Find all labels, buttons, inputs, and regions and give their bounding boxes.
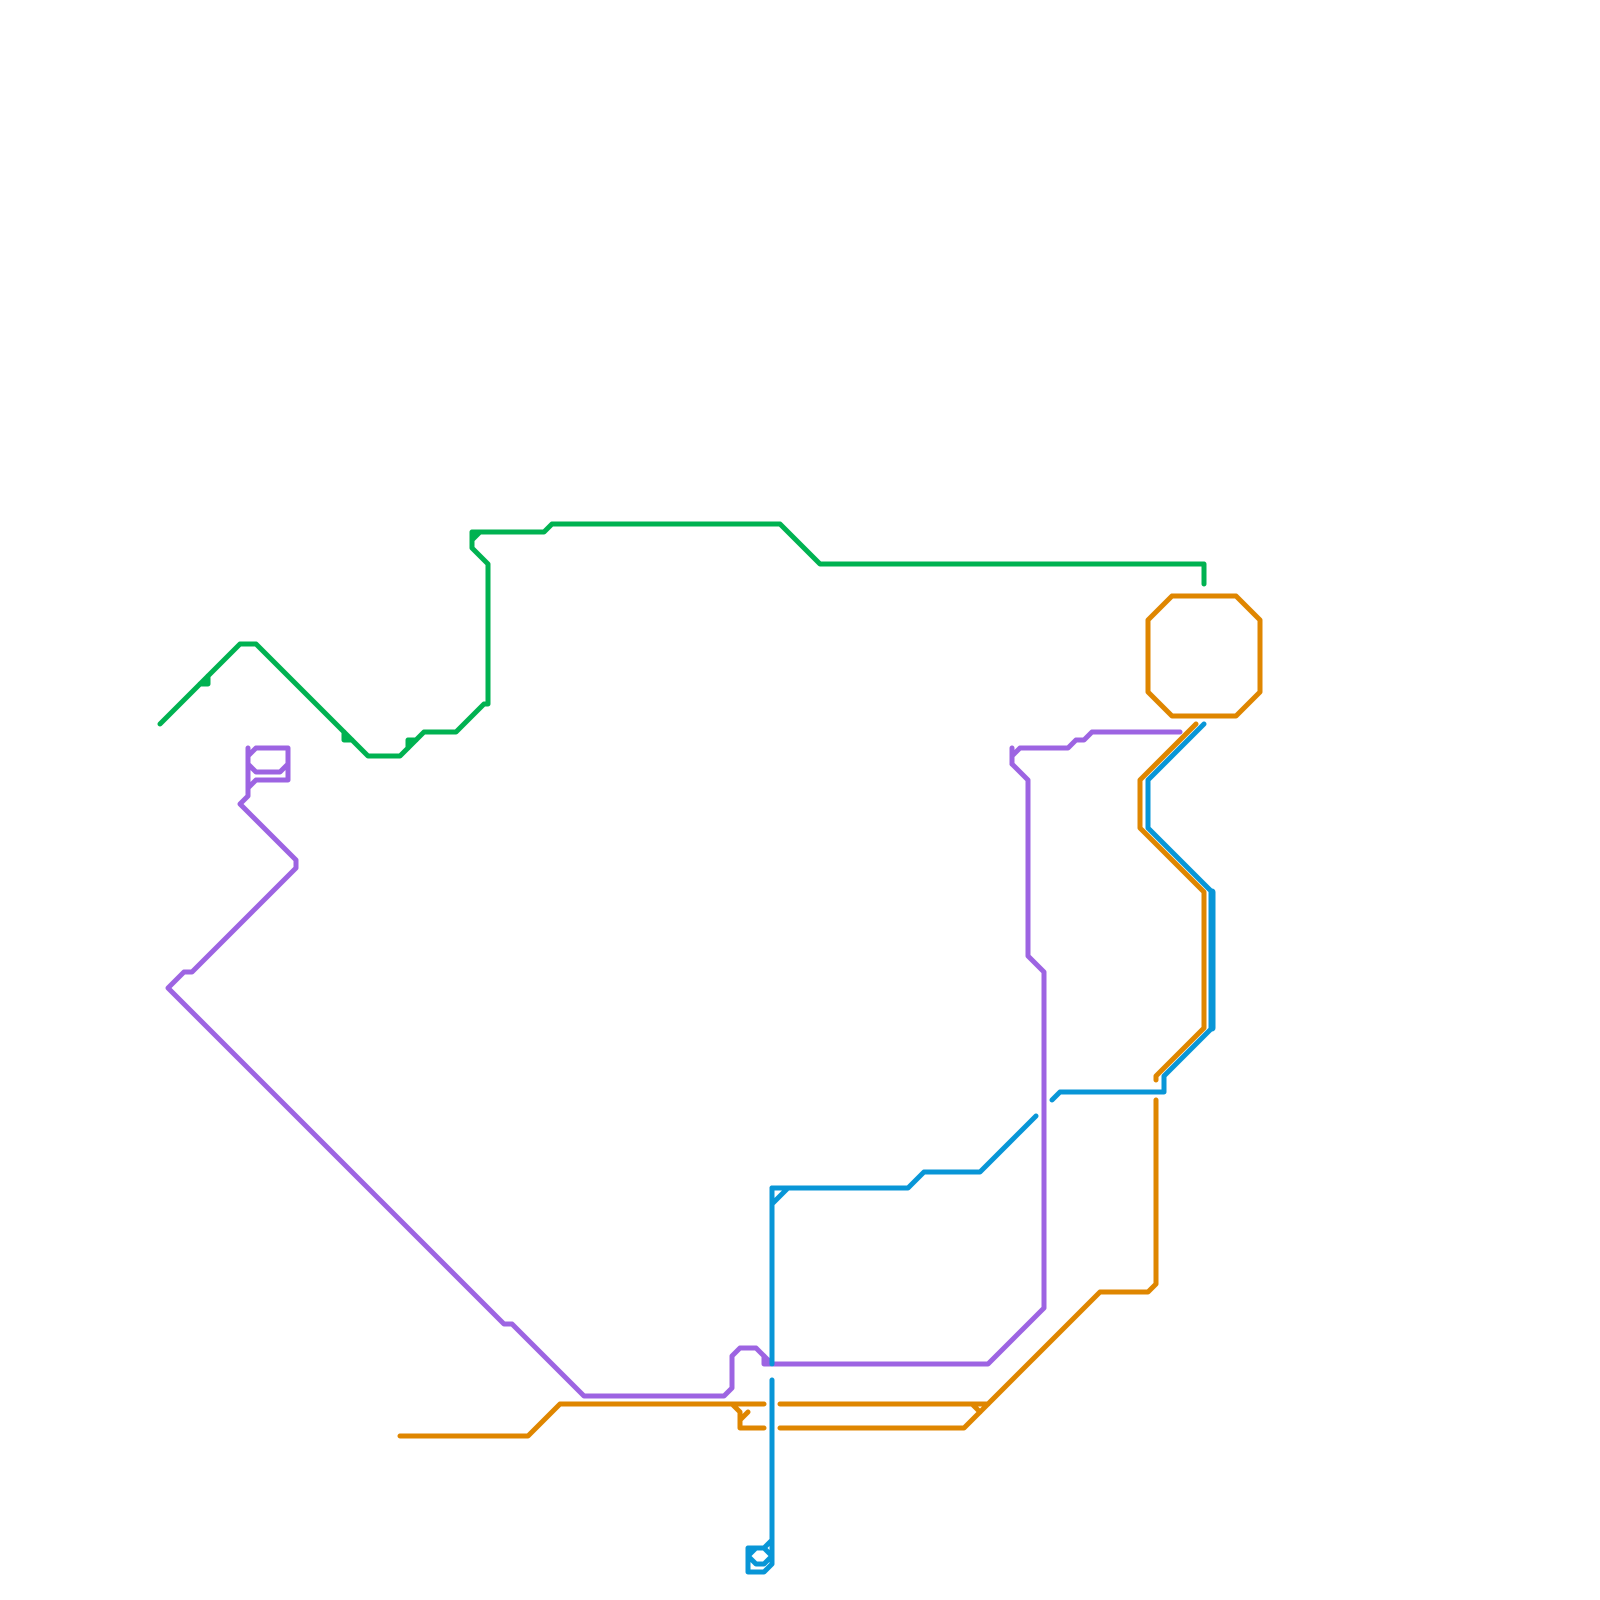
- orange-line-south-lower: [777, 1097, 1159, 1431]
- green-line-stub-north: [469, 529, 483, 543]
- purple-line: [165, 729, 1183, 1399]
- orange-line-loop-junction: [729, 1401, 767, 1431]
- orange-line-south-cross: [969, 1401, 983, 1415]
- green-line-stub-east: [405, 737, 419, 751]
- green-line-west-branch: [157, 521, 1207, 759]
- blue-line-south-loop: [745, 1545, 775, 1567]
- green-line: [157, 521, 1207, 759]
- blue-line: [745, 721, 1216, 1575]
- orange-line-loop-stub: [737, 1409, 751, 1423]
- orange-line: [397, 593, 1263, 1439]
- green-line-stub-west: [197, 673, 211, 687]
- purple-line-loop-inner: [245, 761, 291, 775]
- purple-line-main: [165, 729, 1183, 1399]
- blue-line-central: [769, 1113, 1039, 1207]
- orange-line-ring: [1145, 593, 1263, 719]
- green-line-stub-valley: [341, 729, 355, 743]
- orange-line-east: [1137, 721, 1207, 1083]
- blue-line-south-segment: [745, 1377, 775, 1575]
- orange-line-west: [397, 1401, 767, 1439]
